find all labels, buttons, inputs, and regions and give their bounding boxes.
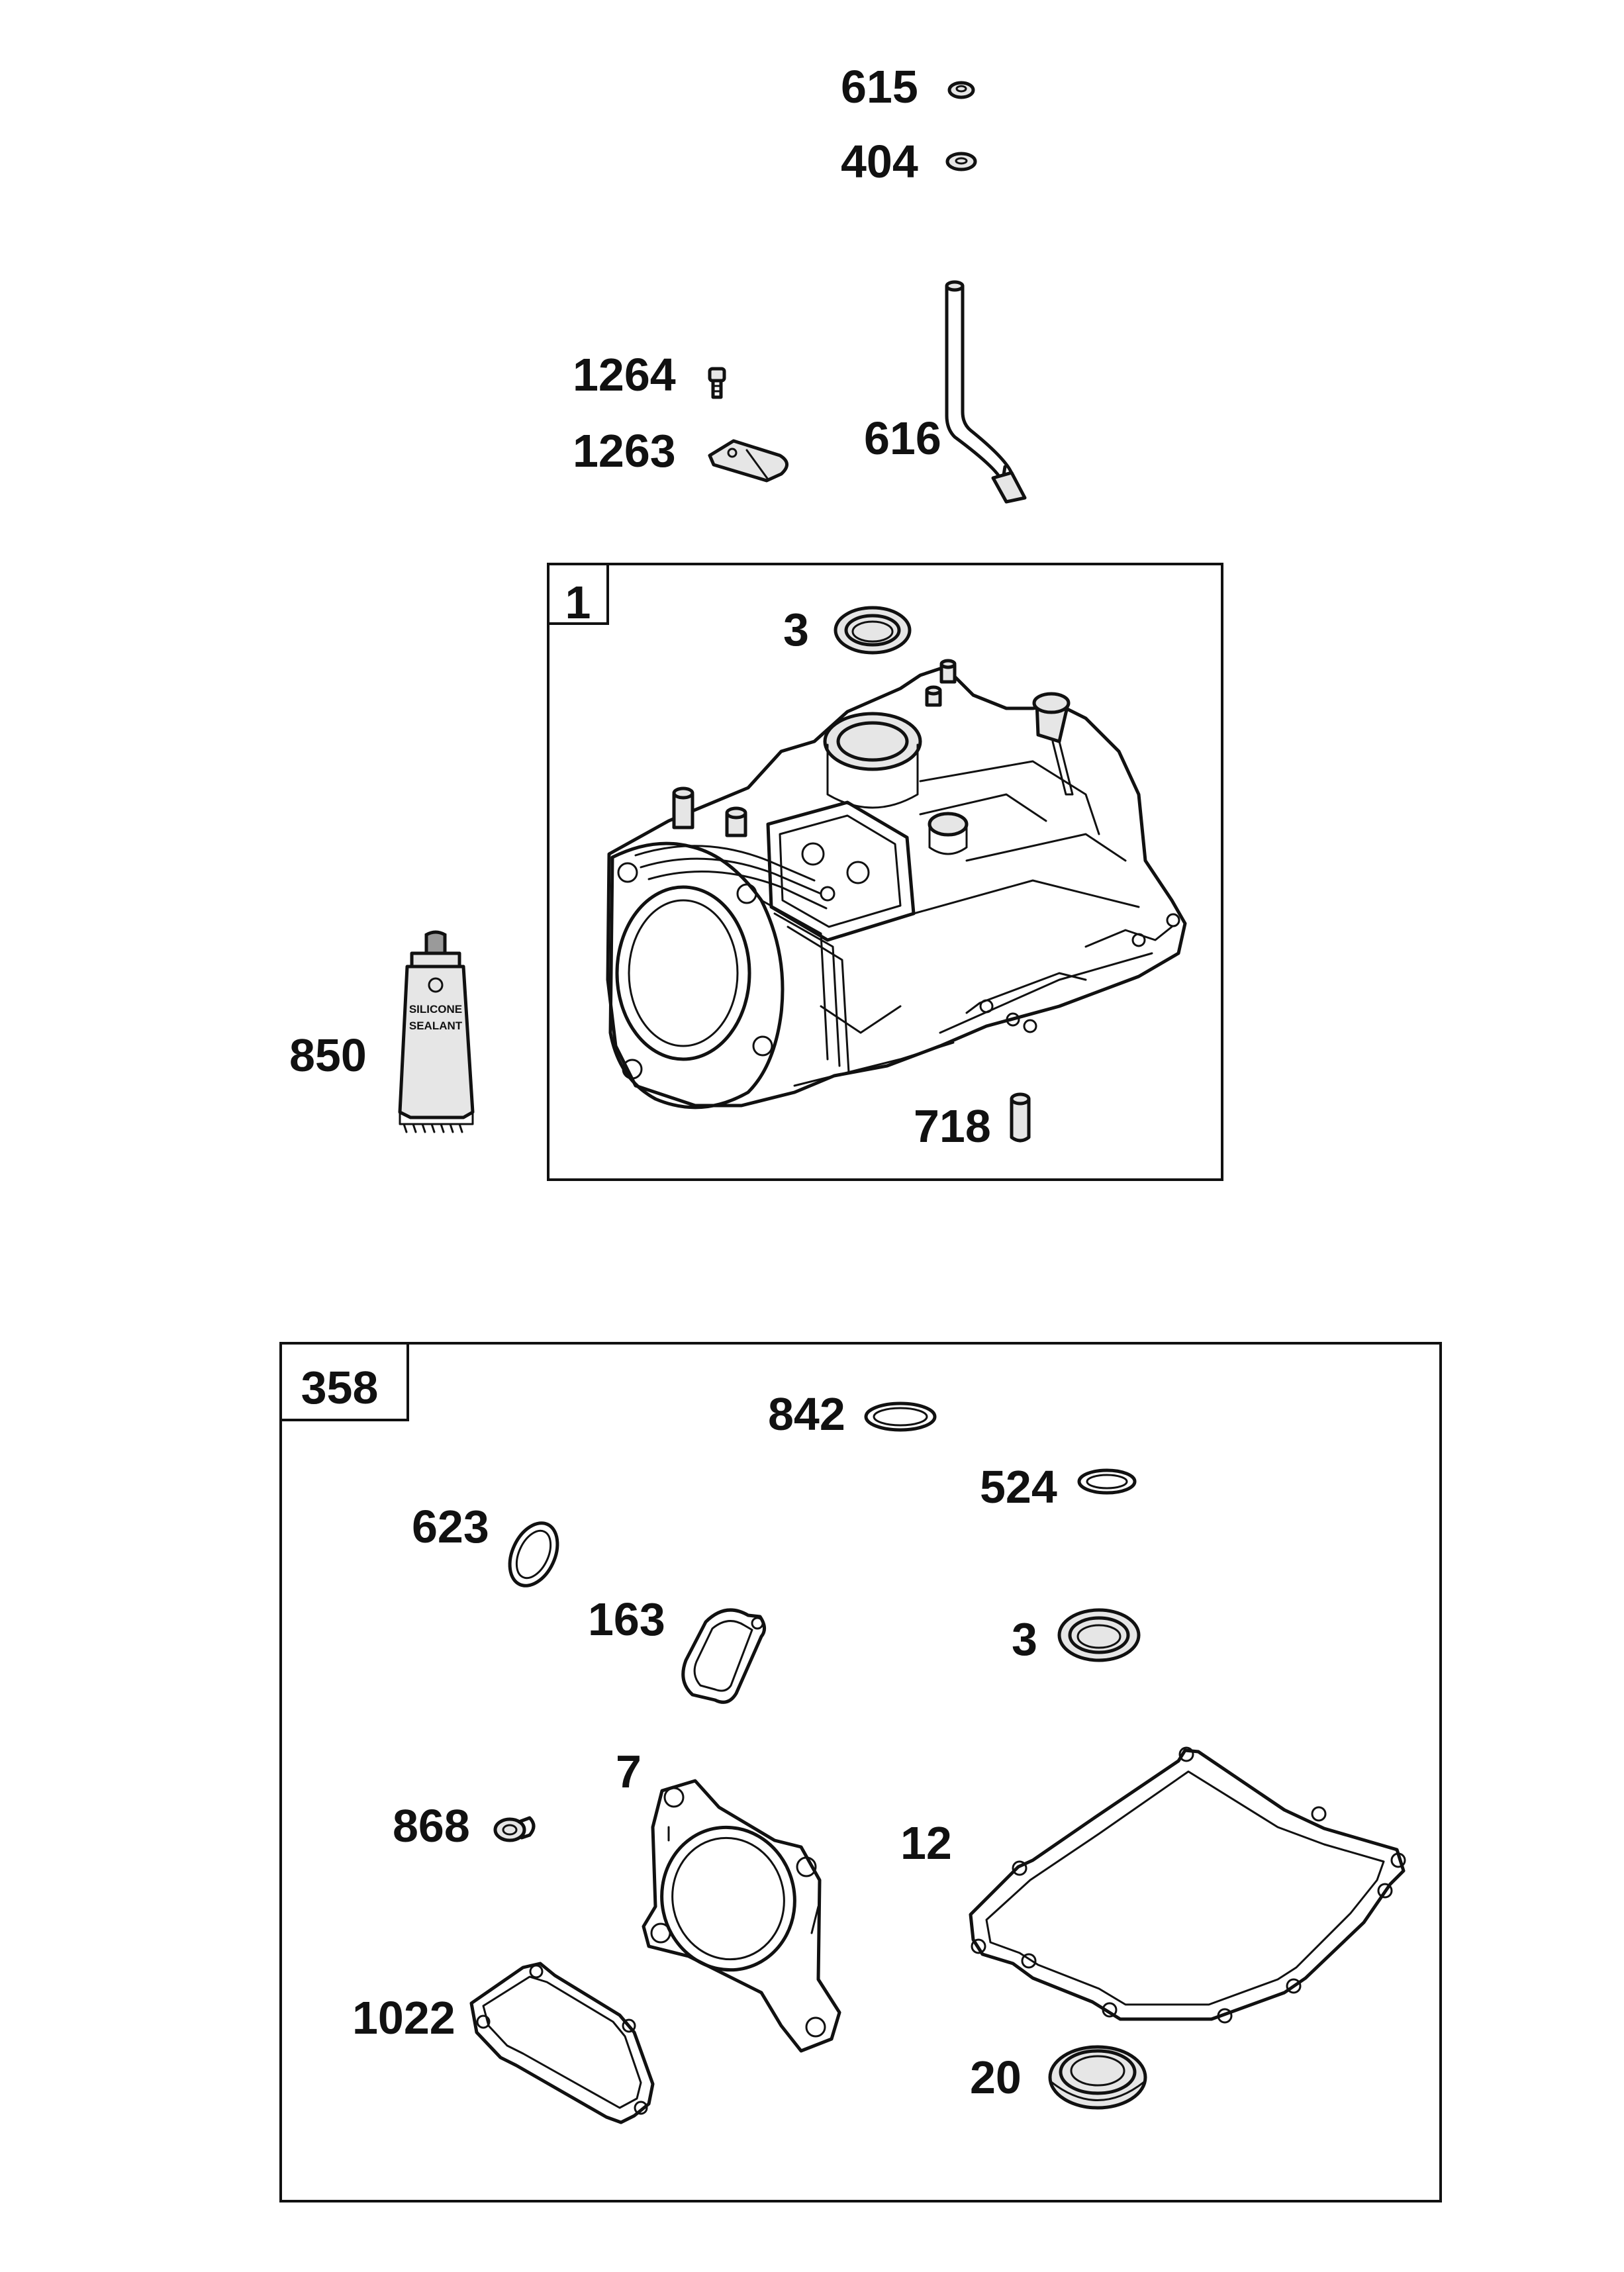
oil-seal-20-drawing xyxy=(1048,2045,1147,2110)
callout-623: 623 xyxy=(412,1501,489,1552)
callout-524: 524 xyxy=(980,1461,1057,1513)
cylinder-block-drawing xyxy=(606,659,1187,1110)
washer-404-drawing xyxy=(945,152,977,171)
oil-seal-3-crankcase-drawing xyxy=(834,606,912,655)
callout-12: 12 xyxy=(900,1817,952,1869)
callout-718: 718 xyxy=(914,1100,991,1152)
group-box-358: 358 xyxy=(279,1342,1442,2202)
plug-868-drawing xyxy=(493,1816,536,1842)
callout-20: 20 xyxy=(970,2052,1022,2103)
callout-616: 616 xyxy=(864,412,941,464)
head-gasket-7-drawing xyxy=(642,1779,841,2053)
callout-615: 615 xyxy=(841,61,918,113)
valve-cover-gasket-1022-drawing xyxy=(469,1962,655,2124)
bracket-1263-drawing xyxy=(708,439,788,483)
oil-seal-3-gasket-set-drawing xyxy=(1057,1608,1141,1662)
callout-404: 404 xyxy=(841,136,918,187)
crankcase-gasket-12-drawing xyxy=(969,1746,1406,2024)
sealant-tube-850-drawing: SILICONE SEALANT xyxy=(398,930,475,1133)
group-label-1: 1 xyxy=(565,577,591,628)
callout-1264: 1264 xyxy=(573,349,676,401)
screw-1264-drawing xyxy=(708,367,726,399)
group-box-1: 1 xyxy=(547,563,1223,1181)
callout-7: 7 xyxy=(616,1746,642,1797)
group-label-358: 358 xyxy=(301,1362,379,1413)
callout-3-crankcase: 3 xyxy=(783,604,809,655)
o-ring-842-drawing xyxy=(864,1401,937,1432)
nut-615-drawing xyxy=(947,81,975,99)
dipstick-616-drawing xyxy=(945,280,1027,504)
callout-1022: 1022 xyxy=(352,1992,455,2044)
sealant-tube-text-line2: SEALANT xyxy=(409,1019,463,1032)
gasket-163-drawing xyxy=(681,1608,766,1704)
callout-3-gasket-set: 3 xyxy=(1012,1613,1037,1665)
callout-163: 163 xyxy=(588,1593,665,1645)
callout-842: 842 xyxy=(768,1388,845,1440)
callout-850: 850 xyxy=(289,1029,367,1081)
sealant-tube-text-line1: SILICONE xyxy=(409,1003,462,1016)
o-ring-623-drawing xyxy=(508,1521,559,1587)
o-ring-524-drawing xyxy=(1077,1468,1137,1495)
callout-868: 868 xyxy=(393,1800,470,1852)
dowel-pin-718-drawing xyxy=(1010,1092,1031,1143)
callout-1263: 1263 xyxy=(573,425,676,477)
